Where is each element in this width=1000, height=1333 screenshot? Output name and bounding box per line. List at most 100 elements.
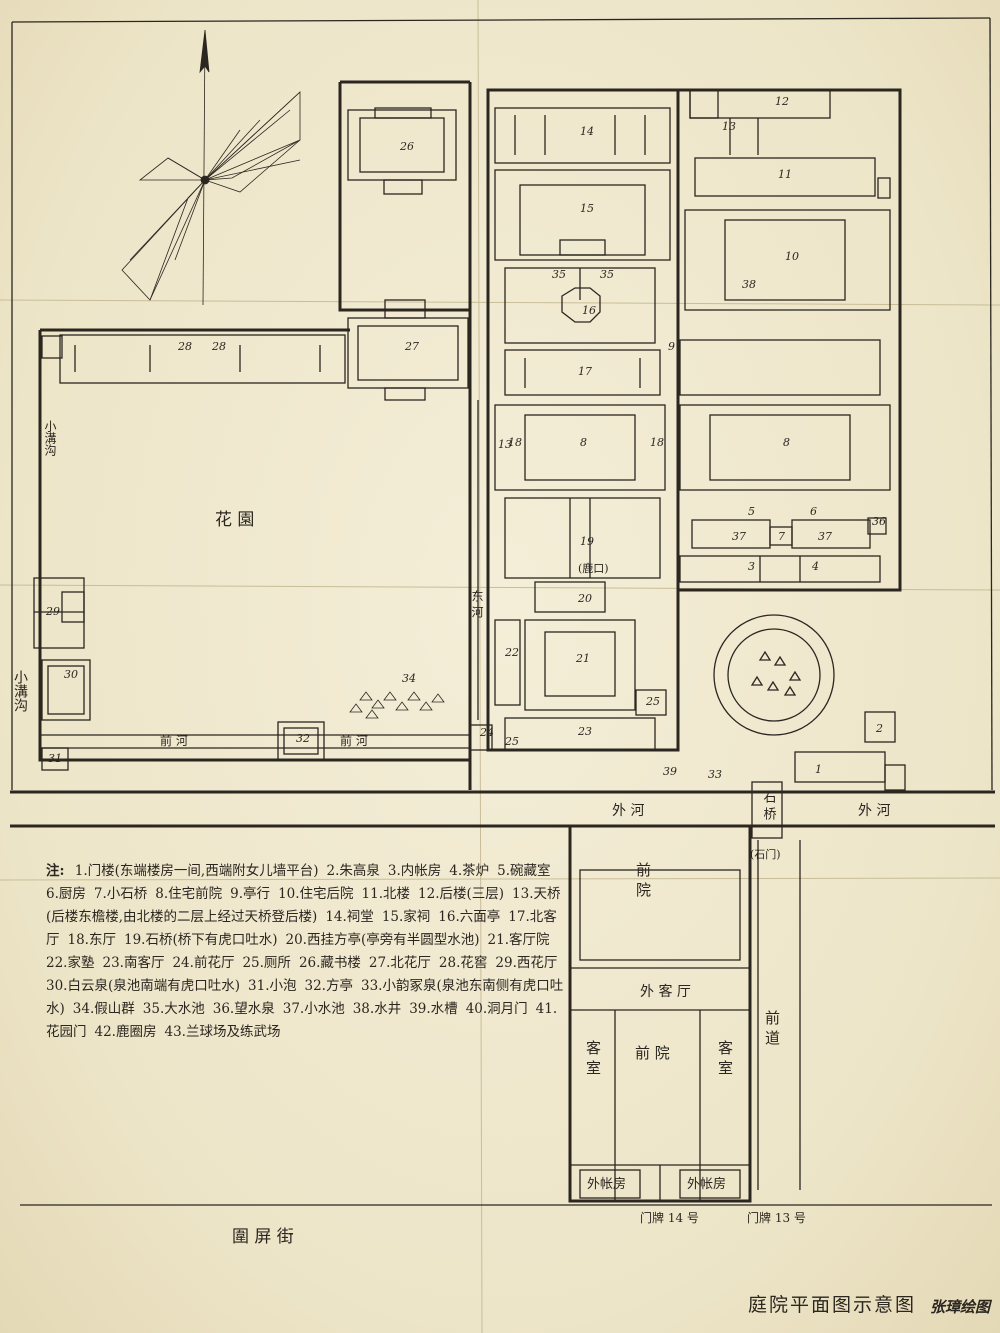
street-label: 圍 屏 街 <box>232 1227 294 1247</box>
legend-item: 36.望水泉 <box>212 1001 275 1017</box>
building-number: 12 <box>775 95 789 108</box>
legend-item: 1.门楼(东端楼房一间,西端附女儿墙平台) <box>74 863 319 879</box>
legend-item: 23.南客厅 <box>102 955 165 971</box>
building-number: 16 <box>582 304 596 317</box>
legend-item: 37.小水池 <box>282 1001 345 1017</box>
building-14 <box>494 107 671 164</box>
building-1 <box>794 751 906 791</box>
border-frame <box>11 17 993 1206</box>
building-number: 3 <box>748 560 755 573</box>
building-number: 18 <box>650 436 664 449</box>
legend-item: 38.水井 <box>352 1001 402 1017</box>
building-number: 21 <box>575 652 590 665</box>
building-28 <box>59 334 346 384</box>
front-courtyard-2-label: 前 院 <box>635 1044 670 1062</box>
legend-item: 24.前花厅 <box>172 955 235 971</box>
front-compound-inner <box>570 869 750 1200</box>
courtyard-21 <box>524 619 636 711</box>
building-15 <box>494 169 671 261</box>
small-canal-left-label: 小溝沟 <box>12 670 28 713</box>
north-arrow-icon <box>121 29 301 306</box>
legend-item: 35.大水池 <box>142 1001 205 1017</box>
legend-item: 28.花窖 <box>438 955 488 971</box>
legend-item: 30.白云泉(泉池南端有虎口吐水) <box>46 978 241 994</box>
legend-item: 14.祠堂 <box>325 909 374 925</box>
legend-item: 40.洞月门 <box>465 1001 528 1017</box>
building-number: 32 <box>296 732 310 745</box>
building-number: 8 <box>580 436 587 449</box>
building-number: 10 <box>785 250 799 263</box>
building-11 <box>694 157 891 199</box>
building-number: 29 <box>45 605 60 618</box>
building-number: 8 <box>783 436 790 449</box>
legend-item: 32.方亭 <box>304 978 353 994</box>
front-road-label: 前 道 <box>763 1010 781 1045</box>
building-2 <box>864 711 896 743</box>
map-caption: 庭院平面图示意图 <box>748 1294 917 1316</box>
building-number: 13 <box>722 120 736 133</box>
building-number: 20 <box>577 592 592 605</box>
building-number: 4 <box>811 560 819 573</box>
building-number: 35 <box>552 268 566 281</box>
legend-item: 18.东厅 <box>67 932 116 948</box>
building-23 <box>504 717 656 751</box>
legend-item: 12.后楼(三层) <box>418 886 505 902</box>
gate-13-label: 门牌 13 号 <box>747 1210 806 1225</box>
outer-canal-label-right: 外 河 <box>858 803 890 819</box>
building-number: 15 <box>580 202 594 215</box>
legend-item: 43.兰球场及练武场 <box>164 1024 281 1040</box>
pavilion-16 <box>504 267 656 344</box>
south-canal-label-2: 前 河 <box>340 733 368 748</box>
legend-item: 10.住宅后院 <box>278 886 354 902</box>
outer-canal-label: 外 河 <box>612 803 644 819</box>
legend-title: 注: <box>46 863 65 879</box>
legend-item: 39.水槽 <box>409 1001 458 1017</box>
building-number: 18 <box>508 436 522 449</box>
outer-hall-label: 外 客 厅 <box>640 983 691 1000</box>
front-courtyard-label: 前 院 <box>634 862 652 898</box>
building-12 <box>689 89 831 155</box>
building-number: 23 <box>577 725 592 738</box>
legend-item: 17.北客厅 <box>46 909 557 948</box>
legend-item: 4.茶炉 <box>449 863 490 879</box>
residence-outline <box>486 88 902 752</box>
building-26 <box>347 107 457 195</box>
building-24 <box>469 724 493 751</box>
building-number: 37 <box>732 530 746 543</box>
east-canal-label: 东 河 <box>470 590 484 618</box>
building-20 <box>534 581 606 613</box>
legend-item: 7.小石桥 <box>93 886 148 902</box>
building-number: 38 <box>742 278 756 291</box>
east-canal <box>477 400 489 720</box>
legend-item: 34.假山群 <box>72 1001 135 1017</box>
legend-item: 29.西花厅 <box>495 955 558 971</box>
legend-item: 31.小泡 <box>248 978 297 994</box>
legend-item: 27.北花厅 <box>368 955 431 971</box>
legend-item: 33.小韵冢泉(泉池东南侧有虎口吐水) <box>46 978 564 1017</box>
south-canal <box>40 721 470 761</box>
guest-room-right-label: 客 室 <box>716 1040 734 1075</box>
guest-room-left-label: 客 室 <box>584 1040 602 1075</box>
small-canal-label: 小溝沟 <box>43 420 57 456</box>
legend-item: 26.藏书楼 <box>298 955 361 971</box>
building-number: 33 <box>708 768 722 781</box>
legend-item: 13.天桥(后楼东檐楼,由北楼的二层上经过天桥登后楼) <box>46 886 561 925</box>
building-number: 28 <box>211 340 226 353</box>
building-17 <box>504 349 661 396</box>
front-compound <box>568 824 752 1203</box>
outer-account-left-label: 外帐房 <box>587 1176 626 1192</box>
garden-label: 花 園 <box>215 510 254 530</box>
building-number: 34 <box>402 672 416 685</box>
courtyard-10 <box>684 209 891 311</box>
legend-item: 15.家祠 <box>381 909 431 925</box>
building-29 <box>33 577 85 649</box>
author-signature: 张璋绘图 <box>930 1298 991 1316</box>
south-canal-label-1: 前 河 <box>160 733 188 748</box>
courtyard-8-west <box>494 404 666 491</box>
buildings-3-4 <box>679 555 881 583</box>
